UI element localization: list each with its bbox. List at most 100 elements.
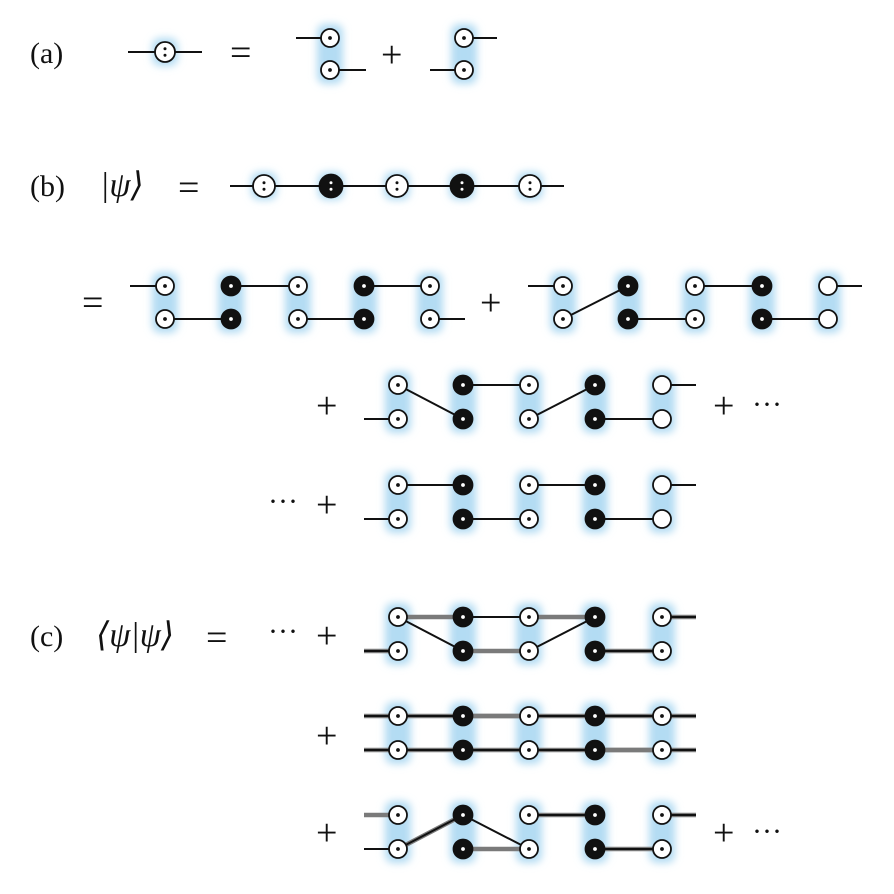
site-dot-245 [593, 847, 597, 851]
open-site-37 [518, 174, 542, 198]
dots-b1: ··· [752, 388, 782, 421]
site-dot-64 [428, 317, 432, 321]
site-dot-42 [163, 284, 167, 288]
site-dot-107 [461, 383, 465, 387]
dots-c2: ··· [752, 815, 782, 848]
norm-expression: ⟨ψ|ψ⟩ [96, 617, 174, 654]
filled-site-34 [449, 173, 475, 199]
site-dot-167 [461, 649, 465, 653]
bond-192 [528, 616, 596, 652]
site-dot-114 [527, 417, 531, 421]
plus-b2: + [316, 385, 337, 427]
site-dot-212 [593, 714, 597, 718]
site-colon-39 [528, 187, 532, 191]
site-dot-219 [660, 748, 664, 752]
open-site-92 [818, 276, 838, 296]
label-b: (b) [30, 170, 65, 203]
plus-b4: + [316, 484, 337, 526]
site-dot-238 [527, 813, 531, 817]
site-dot-204 [461, 748, 465, 752]
site-dot-7 [328, 36, 332, 40]
bond-layer [128, 37, 862, 852]
site-dot-182 [660, 649, 664, 653]
site-dot-175 [593, 615, 597, 619]
site-dot-88 [760, 284, 764, 288]
site-dot-180 [660, 615, 664, 619]
site-dot-162 [396, 649, 400, 653]
site-dot-90 [760, 317, 764, 321]
site-dot-117 [593, 383, 597, 387]
open-site-31 [385, 174, 409, 198]
text-layer: (a) = + (b) |ψ⟩ = = + + + ··· ··· + (c) … [30, 32, 782, 854]
site-dot-207 [527, 714, 531, 718]
open-site-2 [154, 41, 176, 63]
site-dot-104 [396, 417, 400, 421]
equals-c: = [206, 617, 227, 659]
site-dot-248 [660, 813, 664, 817]
open-site-121 [652, 375, 672, 395]
bond-126 [528, 384, 596, 420]
site-colon-27 [262, 187, 266, 191]
site-dot-133 [396, 517, 400, 521]
site-dot-138 [461, 517, 465, 521]
site-dot-47 [229, 284, 233, 288]
label-c: (c) [30, 620, 63, 653]
plus-c3: + [316, 812, 337, 854]
site-dot-177 [593, 649, 597, 653]
site-dot-59 [362, 317, 366, 321]
site-dot-83 [693, 284, 697, 288]
plus-b3: + [713, 385, 734, 427]
site-dot-209 [527, 748, 531, 752]
open-site-25 [252, 174, 276, 198]
site-colon-29 [329, 181, 333, 185]
bond-95 [562, 285, 629, 320]
site-dot-119 [593, 417, 597, 421]
open-site-151 [652, 509, 672, 529]
site-colon-38 [528, 181, 532, 185]
site-dot-202 [461, 714, 465, 718]
site-dot-240 [527, 847, 531, 851]
site-dot-109 [461, 417, 465, 421]
bond-190 [397, 616, 464, 652]
plus-a: + [381, 34, 402, 76]
site-dot-228 [396, 813, 400, 817]
glow-layer [152, 24, 841, 863]
site-dot-148 [593, 517, 597, 521]
site-dot-250 [660, 847, 664, 851]
equals-b1: = [178, 167, 199, 209]
site-dot-199 [396, 748, 400, 752]
bond-259 [462, 814, 530, 850]
bond-258 [397, 814, 464, 850]
site-dot-146 [593, 483, 597, 487]
site-dot-57 [362, 284, 366, 288]
site-colon-3 [163, 47, 167, 51]
site-dot-172 [527, 649, 531, 653]
site-dot-143 [527, 517, 531, 521]
site-colon-26 [262, 181, 266, 185]
site-dot-52 [296, 284, 300, 288]
equals-b2: = [82, 282, 103, 324]
site-dot-44 [163, 317, 167, 321]
psi-ket: |ψ⟩ [100, 167, 144, 204]
site-colon-4 [163, 53, 167, 57]
label-a: (a) [30, 37, 63, 70]
site-colon-32 [395, 181, 399, 185]
plus-c1: + [316, 615, 337, 657]
site-dot-78 [626, 284, 630, 288]
dots-b2: ··· [268, 485, 298, 518]
site-dot-73 [561, 284, 565, 288]
site-dot-85 [693, 317, 697, 321]
site-dot-62 [428, 284, 432, 288]
site-colon-33 [395, 187, 399, 191]
site-dot-170 [527, 615, 531, 619]
site-dot-217 [660, 714, 664, 718]
site-dot-131 [396, 483, 400, 487]
plus-b1: + [480, 282, 501, 324]
site-colon-35 [460, 181, 464, 185]
site-colon-30 [329, 187, 333, 191]
site-dot-9 [328, 68, 332, 72]
site-dot-136 [461, 483, 465, 487]
site-dot-165 [461, 615, 465, 619]
plus-c4: + [713, 812, 734, 854]
site-dot-14 [462, 36, 466, 40]
